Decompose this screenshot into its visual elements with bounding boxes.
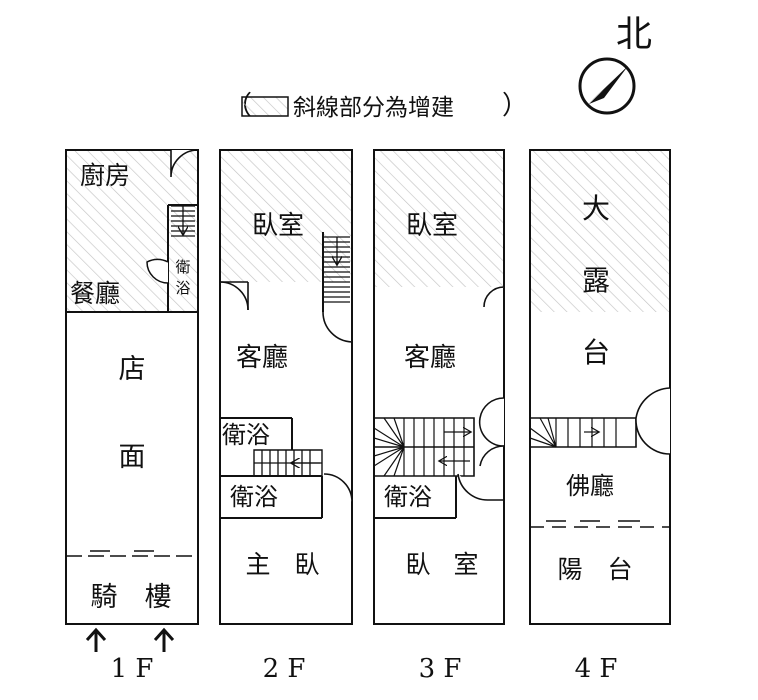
- floor-1-label: 1 F: [111, 654, 154, 684]
- room-bedroom2-2: 室: [453, 550, 478, 579]
- room-arcade-2: 樓: [145, 582, 172, 613]
- room-terrace-2: 露: [582, 264, 610, 297]
- compass-circle: [578, 57, 636, 115]
- room-bath-1b: 浴: [175, 279, 190, 297]
- floor-1-outline: [65, 149, 199, 625]
- north-label: 北: [616, 14, 652, 55]
- floor-2-addition-area: [220, 150, 352, 282]
- room-bath-2f-a: 衛浴: [222, 421, 270, 449]
- floor-4-addition-area: [530, 150, 670, 312]
- floor-4-outline: [529, 149, 671, 625]
- floor-1-labels: 廚房 餐廳 衛 浴 店 面 騎 樓 1 F: [70, 161, 191, 684]
- floor-3-outline: [373, 149, 505, 625]
- floor-2-plan: [219, 149, 353, 625]
- room-bath-1a: 衛: [175, 258, 190, 276]
- floor-1-plan: [65, 149, 199, 625]
- entrance-arrow-icon: [85, 627, 175, 652]
- room-bedroom2-1: 臥: [405, 550, 430, 579]
- room-dining: 餐廳: [70, 279, 120, 308]
- room-balcony-1: 陽: [557, 555, 582, 584]
- room-living-3f: 客廳: [404, 343, 456, 373]
- room-terrace-3: 台: [582, 336, 610, 369]
- legend: （ 斜線部分為增建 ）: [226, 91, 528, 121]
- room-arcade-1: 騎: [91, 582, 118, 613]
- room-buddha-hall: 佛廳: [566, 472, 614, 500]
- legend-hatch-swatch: [241, 96, 289, 117]
- room-kitchen: 廚房: [80, 161, 130, 190]
- room-master-1: 主: [245, 550, 270, 579]
- floor-3-plan: [373, 149, 505, 625]
- legend-text: 斜線部分為增建: [293, 95, 454, 121]
- room-living-2f: 客廳: [236, 343, 288, 373]
- north-arrow-icon: [588, 66, 628, 104]
- floor-4-plan: [529, 149, 671, 625]
- room-bath-3f: 衛浴: [384, 483, 432, 511]
- room-bedroom-2f: 臥室: [252, 211, 304, 241]
- floor-4-label: 4 F: [575, 654, 618, 684]
- floor-3-label: 3 F: [419, 654, 462, 684]
- legend-close: ）: [502, 91, 528, 121]
- room-balcony-2: 台: [607, 555, 632, 584]
- room-shop-1: 店: [119, 354, 146, 385]
- floor-2-labels: 臥室 客廳 衛浴 衛浴 主 臥 2 F: [222, 211, 320, 684]
- room-shop-2: 面: [119, 442, 146, 473]
- room-bath-2f-b: 衛浴: [230, 483, 278, 511]
- north-indicator: 北: [578, 14, 652, 115]
- room-master-2: 臥: [294, 550, 319, 579]
- room-bedroom-3f: 臥室: [406, 211, 458, 241]
- floor-3-labels: 臥室 客廳 衛浴 臥 室 3 F: [384, 211, 479, 684]
- room-terrace-1: 大: [582, 192, 610, 225]
- floor-2-label: 2 F: [263, 654, 306, 684]
- floor-2-outline: [219, 149, 353, 625]
- floor-3-addition-area: [374, 150, 504, 287]
- floor-4-labels: 大 露 台 佛廳 陽 台 4 F: [557, 192, 632, 684]
